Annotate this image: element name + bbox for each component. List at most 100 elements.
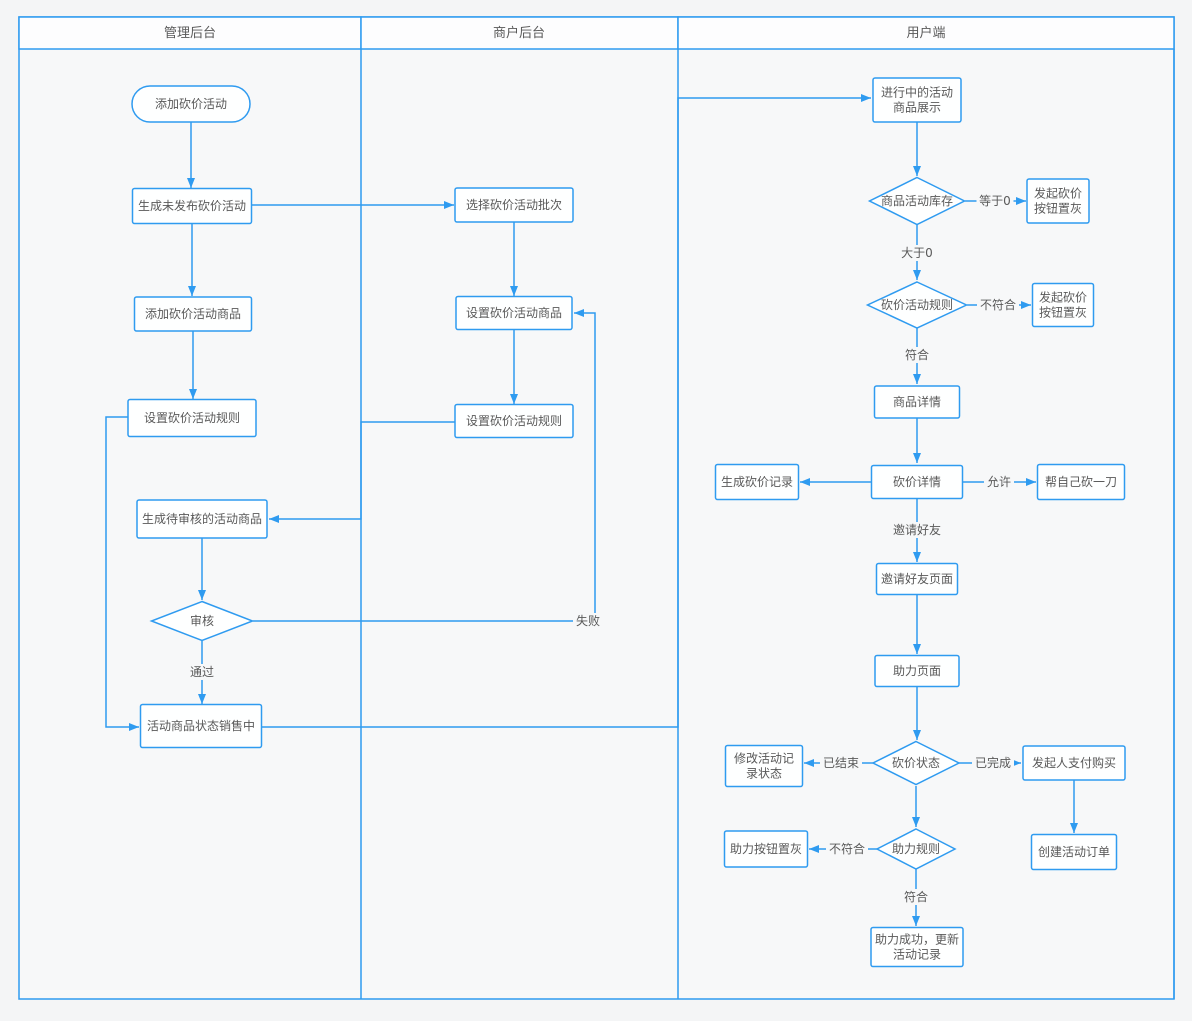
node-label: 发起人支付购买 [1032, 755, 1116, 770]
process-shape [870, 926, 964, 968]
node-create-activity-order: 创建活动订单 [1030, 833, 1118, 871]
node-assist-page: 助力页面 [874, 654, 960, 688]
node-label: 生成待审核的活动商品 [142, 511, 262, 526]
process-shape [133, 296, 253, 332]
edge-label-bg [187, 664, 217, 680]
node-set-bargain-activity-rules-merchant: 设置砍价活动规则 [454, 403, 574, 439]
edge-label-rules-to-grayed-2: 不符合 [977, 297, 1019, 313]
process-shape [1031, 282, 1095, 328]
decision-shape [871, 740, 961, 786]
edge-label-text: 已结束 [823, 756, 859, 770]
node-invite-friends-page: 邀请好友页面 [875, 562, 959, 596]
node-label: 助力页面 [893, 664, 941, 678]
process-shape [874, 654, 960, 688]
node-label: 设置砍价活动商品 [466, 305, 562, 320]
node-label: 砍价活动规则 [881, 297, 953, 312]
edge-label-text: 不符合 [980, 297, 1016, 312]
process-shape [455, 295, 573, 331]
node-review-decision: 审核 [149, 600, 255, 642]
process-shape [714, 463, 800, 501]
node-label: 商品活动库存 [881, 193, 953, 208]
node-set-bargain-activity-rules-admin: 设置砍价活动规则 [127, 398, 257, 438]
edge-label-text: 大于0 [901, 246, 933, 260]
edge-label-bg [976, 193, 1014, 209]
node-label: 商品展示 [893, 100, 941, 115]
node-label: 发起砍价 [1034, 186, 1082, 201]
edge-label-bg [901, 889, 931, 905]
process-shape [136, 499, 268, 539]
edge-label-text: 已完成 [975, 755, 1011, 770]
decision-shape [149, 600, 255, 642]
node-generate-pending-review-product: 生成待审核的活动商品 [136, 499, 268, 539]
edge-label-assist-rules-to-grayed: 不符合 [826, 841, 868, 857]
process-shape [875, 562, 959, 596]
edge-label-review-to-on-sale: 通过 [187, 664, 217, 680]
node-product-detail: 商品详情 [873, 385, 961, 419]
edge-label-bg [902, 347, 932, 363]
edge-label-status-to-modify-record: 已结束 [820, 755, 862, 771]
process-shape [139, 703, 263, 749]
edge-label-bargain-to-invite: 邀请好友 [890, 522, 944, 538]
node-label: 助力成功，更新 [875, 932, 959, 947]
decision-shape [867, 176, 967, 226]
nodes: 添加砍价活动生成未发布砍价活动添加砍价活动商品设置砍价活动规则生成待审核的活动商… [127, 77, 1126, 968]
edge-label-bg [890, 522, 944, 538]
node-bargain-detail: 砍价详情 [870, 464, 964, 500]
node-add-bargain-activity-start: 添加砍价活动 [131, 85, 251, 123]
node-label: 修改活动记 [734, 751, 794, 766]
node-label: 设置砍价活动规则 [466, 413, 562, 428]
process-shape [723, 830, 809, 868]
node-bargain-status-decision: 砍价状态 [871, 740, 961, 786]
process-shape [454, 403, 574, 439]
lane-title-user: 用户端 [906, 25, 945, 41]
node-generate-bargain-record: 生成砍价记录 [714, 463, 800, 501]
node-label: 活动商品状态销售中 [147, 718, 255, 733]
node-select-bargain-activity-batch: 选择砍价活动批次 [454, 187, 574, 223]
node-label: 设置砍价活动规则 [144, 410, 240, 425]
lane-title-admin: 管理后台 [164, 26, 216, 41]
node-label: 助力按钮置灰 [730, 841, 802, 856]
node-label: 生成未发布砍价活动 [138, 198, 246, 213]
node-product-status-on-sale: 活动商品状态销售中 [139, 703, 263, 749]
edge-label-bargain-to-cut-self: 允许 [984, 474, 1014, 490]
edge-label-text: 失败 [576, 613, 600, 628]
node-label: 助力规则 [892, 841, 940, 856]
process-shape [454, 187, 574, 223]
process-shape [872, 77, 962, 123]
process-shape [724, 744, 804, 788]
edge-label-status-to-pay: 已完成 [972, 755, 1014, 771]
edge-label-bg [826, 841, 868, 857]
node-label: 按钮置灰 [1039, 305, 1087, 320]
edge-label-bg [984, 474, 1014, 490]
process-shape [127, 398, 257, 438]
process-shape [1036, 463, 1126, 501]
lane-header-user [677, 16, 1175, 50]
process-shape [1026, 178, 1090, 224]
edge-label-text: 符合 [905, 347, 929, 362]
node-label: 砍价详情 [893, 474, 941, 489]
swimlane-titles: 管理后台 商户后台 用户端 [164, 25, 946, 41]
node-label: 商品详情 [893, 394, 941, 409]
process-shape [131, 187, 253, 225]
edge-label-bg [972, 755, 1014, 771]
node-label: 砍价状态 [892, 755, 940, 770]
node-assist-rules-decision: 助力规则 [875, 828, 957, 870]
node-label: 活动记录 [893, 948, 941, 962]
process-shape [1030, 833, 1118, 871]
edge-label-bg [977, 297, 1019, 313]
node-label: 邀请好友页面 [881, 571, 953, 586]
edge-merchant-rules-to-pending [269, 421, 455, 523]
node-product-activity-stock-decision: 商品活动库存 [867, 176, 967, 226]
lane-header-merchant [360, 16, 679, 50]
start-shape [131, 85, 251, 123]
node-assist-button-grayed: 助力按钮置灰 [723, 830, 809, 868]
node-bargain-activity-rules-decision: 砍价活动规则 [865, 281, 969, 329]
node-label: 发起砍价 [1039, 290, 1087, 305]
edge-label-bg [573, 613, 603, 629]
node-label: 创建活动订单 [1038, 845, 1110, 859]
